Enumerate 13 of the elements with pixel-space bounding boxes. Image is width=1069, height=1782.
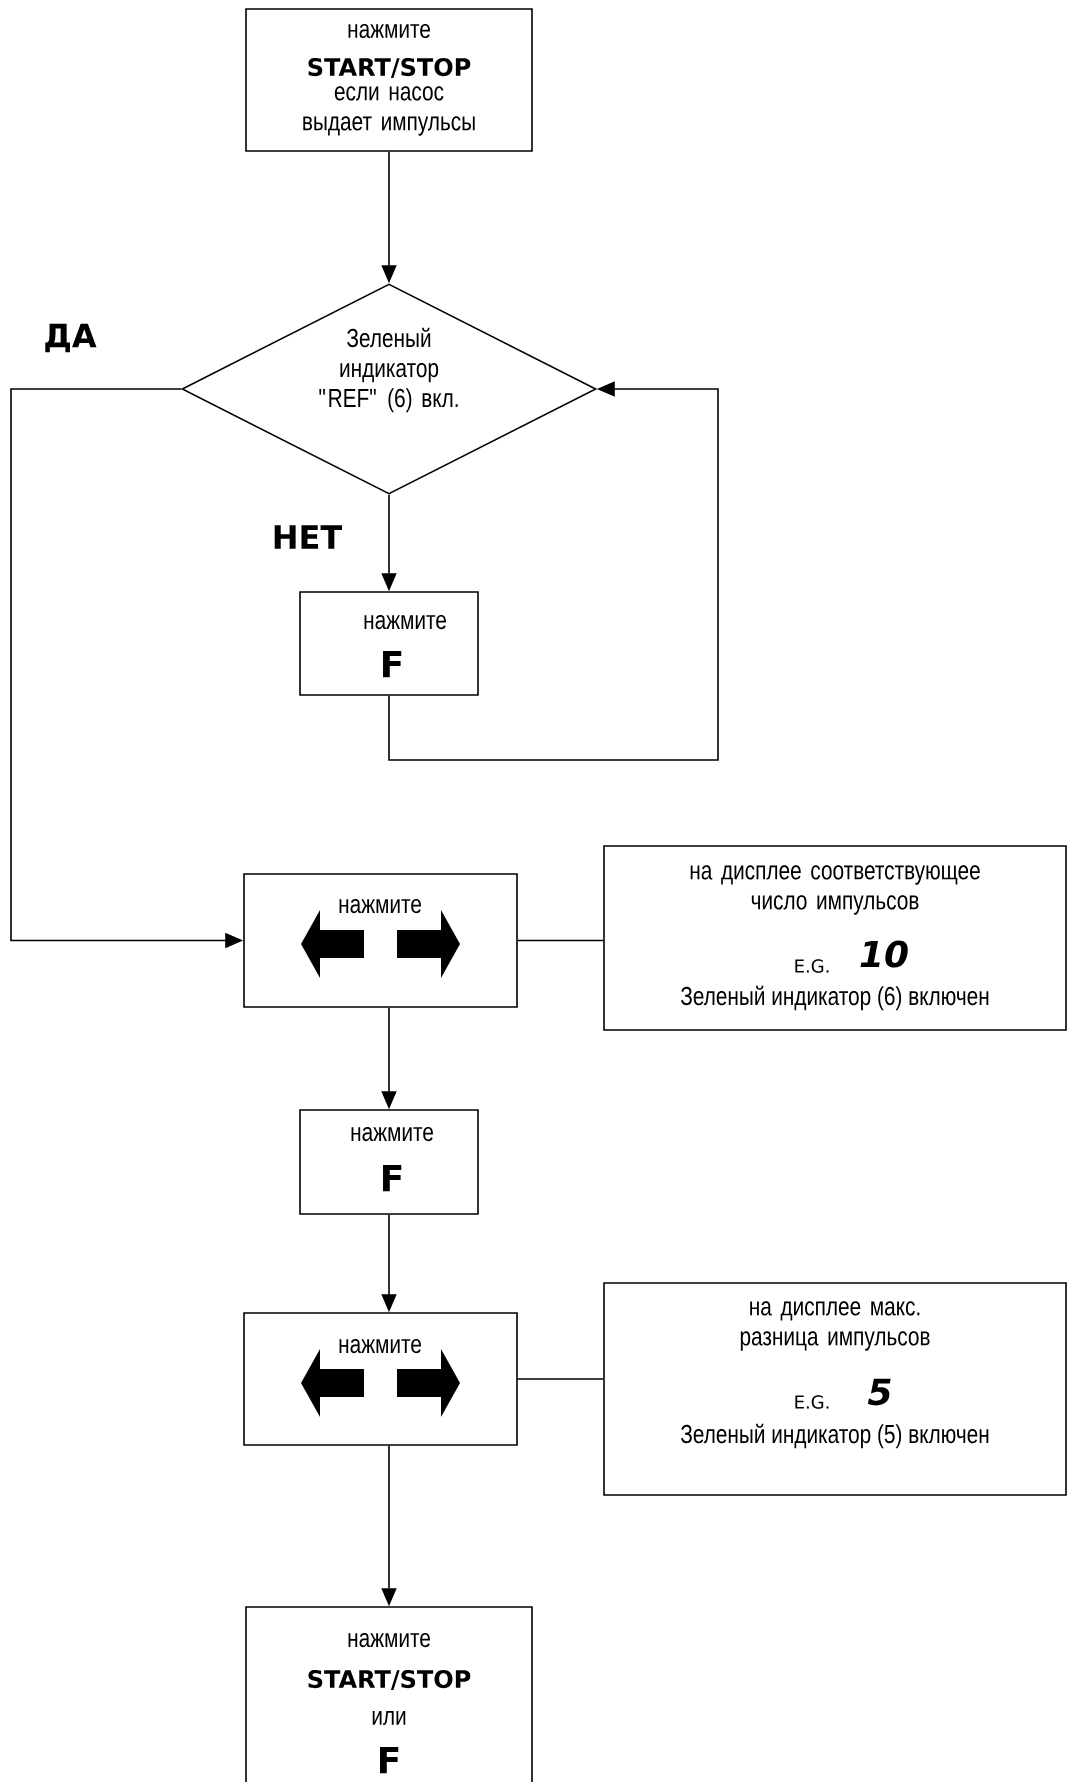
process-box: нажмите F (299, 1109, 479, 1215)
process-box: нажмите START/STOP если насос выдает импульсы (245, 8, 533, 152)
note-box: на дисплее соответствующее число импульсов E.G. 10 Зеленый индикатор (6) включен (603, 845, 1067, 1031)
process-box: нажмите (243, 1312, 518, 1446)
arrow (388, 381, 719, 761)
edge-label: ДА (41, 321, 99, 355)
process-box: нажмите (243, 873, 518, 1008)
process-box: нажмите START/STOP или F (245, 1606, 533, 1782)
connector-line (517, 939, 604, 942)
process-box: нажмите F (299, 591, 479, 696)
note-box: на дисплее макс. разница импульсов E.G. 5 Зеленый индикатор (5) включен (603, 1282, 1067, 1496)
edge-label: НЕТ (269, 523, 345, 551)
connector-line (517, 1378, 604, 1380)
